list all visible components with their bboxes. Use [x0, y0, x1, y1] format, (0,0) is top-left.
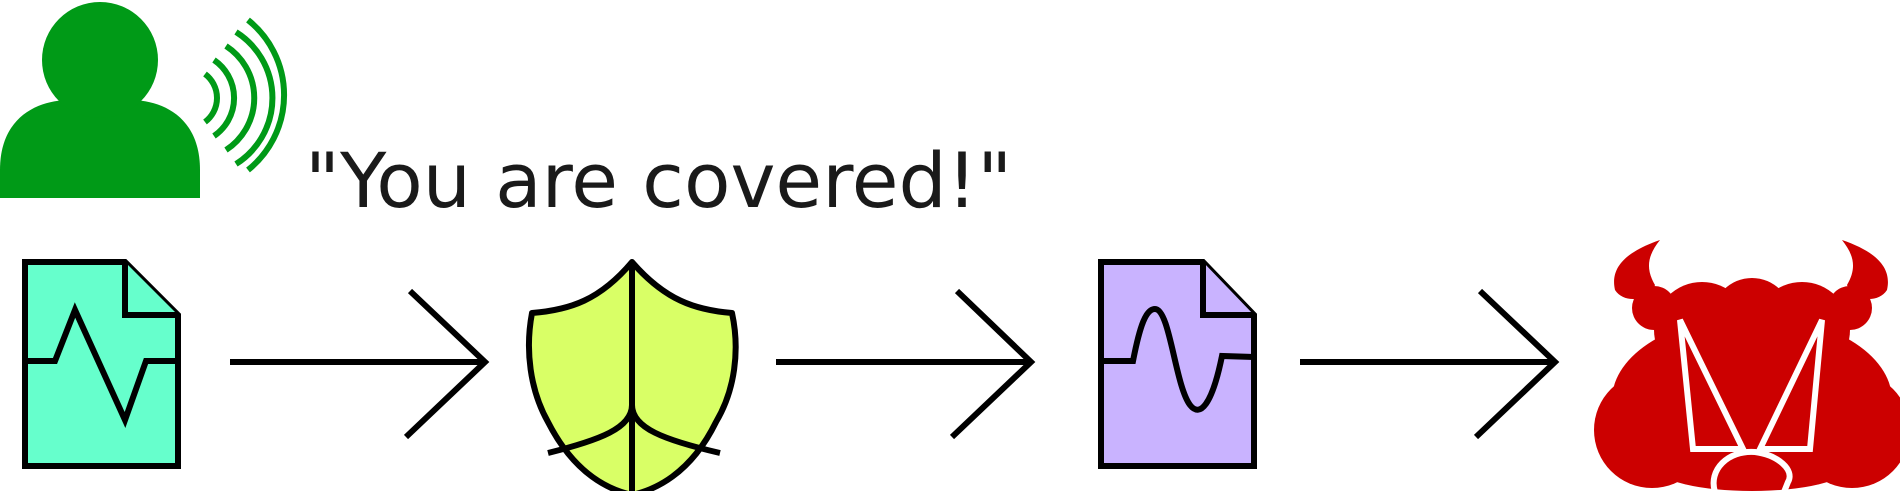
modified-file-icon: [1098, 259, 1257, 469]
arrow-3-head: [1473, 288, 1560, 440]
devil-chin: [1657, 445, 1847, 491]
original-file-fold: [122, 262, 178, 318]
arrow-1-head: [403, 288, 490, 440]
signal-wave-1: [203, 71, 220, 125]
original-file-waveform: [25, 302, 178, 428]
devil-left-ear: [1632, 286, 1676, 330]
arrow-2-head: [949, 288, 1036, 440]
devil-left-horn: [1614, 240, 1660, 300]
arrow-2: [776, 288, 1036, 440]
original-file-icon: [22, 259, 181, 469]
devil-right-horn: [1842, 240, 1888, 300]
devil-face-icon: [1594, 240, 1900, 491]
speaker-body: [0, 100, 200, 198]
modified-file-fold: [1200, 262, 1254, 318]
signal-waves-icon: [203, 17, 288, 173]
caption-quote: "You are covered!": [305, 136, 1012, 225]
speaker-person-icon: [0, 2, 200, 198]
speaker-head: [42, 2, 158, 118]
devil-frown: [1710, 448, 1793, 491]
shield-icon: [525, 259, 739, 491]
signal-wave-4: [234, 29, 276, 167]
signal-wave-2: [212, 57, 238, 139]
modified-file-sine-wave: [1101, 305, 1255, 413]
devil-left-eye: [1677, 318, 1748, 452]
devil-right-eye: [1755, 318, 1825, 452]
shield-horizontal-divider: [547, 402, 721, 456]
arrow-3: [1300, 288, 1560, 440]
devil-right-ear: [1828, 286, 1872, 330]
arrow-1: [230, 288, 490, 440]
signal-wave-3: [224, 43, 258, 153]
signal-wave-5: [246, 17, 288, 173]
